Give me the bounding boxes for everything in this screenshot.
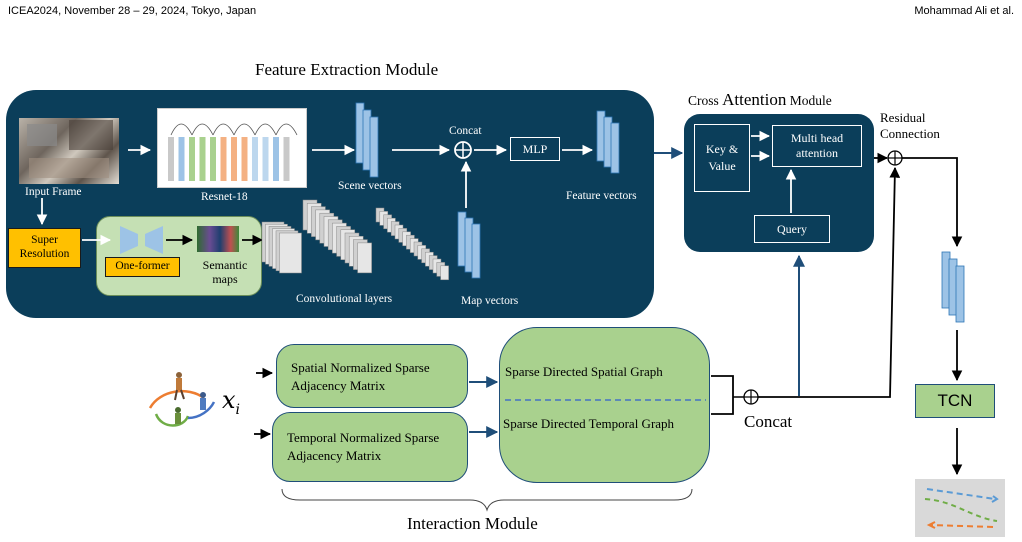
arrow-concat-to-residual [758,166,901,398]
ped-head-3 [175,407,181,413]
tcn-input-vector-stack [941,251,965,323]
ped-path-green [154,413,190,427]
trajectory-green [924,498,998,522]
spatial-matrix-box: Spatial Normalized Sparse Adjacency Matr… [276,344,468,408]
mlp-box: MLP [510,137,560,161]
resnet-layer-bar [220,137,227,181]
concat-bottom-label: Concat [744,412,793,431]
resnet-skip-connection [170,123,193,136]
resnet-skip-connection [212,123,235,136]
graph-bracket [711,375,734,415]
ped-body-2 [200,398,206,410]
encoder-icon [120,226,138,254]
trajectory-orange-head [926,521,936,529]
graph-box [499,327,710,483]
decoder-icon [145,226,163,254]
conv-stack-2 [302,199,372,274]
xi-symbol: xi [222,386,240,418]
ped-path-blue [187,401,216,420]
cross-attention-title: Cross Attention Module [688,90,832,110]
resnet-skip-connection [191,123,214,136]
conv-layers-label: Convolutional layers [296,293,393,305]
conv-layer-sheet [279,232,302,274]
map-vector-stack [457,211,481,279]
feature-vectors-label: Feature vectors [566,190,637,202]
conv-stack-3 [375,207,449,281]
input-frame-image [19,118,119,184]
key-value-label: Key & Value [705,141,739,173]
resnet-skip-connection [275,123,298,136]
ped-head-2 [200,392,206,398]
ped-head-1 [176,372,182,378]
authors-header: Mohammad Ali et al. [914,5,1014,17]
multi-head-attention-box: Multi head attention [772,125,862,167]
xi-subscript: i [235,401,241,418]
conv-layer-sheet [357,242,372,274]
trajectory-blue [926,488,996,500]
ped-path-orange [148,390,205,409]
temporal-matrix-box: Temporal Normalized Sparse Adjacency Mat… [272,412,468,482]
resnet-image [157,108,307,188]
trajectory-blue-head [991,495,999,503]
arrow-residual-to-vectors [902,157,963,248]
semantic-map-image [197,226,239,252]
cross-attention-title-prefix: Cross [688,93,723,108]
temporal-matrix-label: Temporal Normalized Sparse Adjacency Mat… [287,430,440,464]
residual-connection-label: Residual Connection [880,110,940,142]
map-vectors-label: Map vectors [461,295,519,307]
ped-body-3 [175,413,181,424]
scene-vector-stack [355,102,379,178]
resnet-layer-bar [231,137,237,181]
key-value-box: Key & Value [694,124,750,192]
resnet-layer-bar [178,137,185,181]
resnet-skip-connection [233,123,256,136]
feature-extraction-title: Feature Extraction Module [255,60,439,79]
pedestrian-icons [148,370,222,430]
cross-attention-panel [684,114,874,252]
conv-stack-1 [261,221,302,274]
resnet-layer-bar [168,137,174,181]
one-former-box: One-former [105,257,180,277]
pedestrian-graphic [148,372,216,427]
ped-legs-1 [174,389,185,401]
resnet-layer-bar [189,137,195,181]
resnet-layer-bar [252,137,258,181]
resnet-layer-bar [262,137,269,181]
cross-attention-title-suffix: Module [786,93,832,108]
ped-body-1 [176,378,182,390]
resnet-label: Resnet-18 [201,191,248,203]
conference-header: ICEA2024, November 28 – 29, 2024, Tokyo,… [8,5,257,17]
resnet-skip-connection [254,123,277,136]
multi-head-label: Multi head attention [790,131,844,160]
prediction-trajectories [924,488,999,529]
resnet-layer-bar [199,137,206,181]
resnet-layer-bar [210,137,216,181]
temporal-graph-label: Sparse Directed Temporal Graph [503,416,675,431]
spatial-matrix-label: Spatial Normalized Sparse Adjacency Matr… [291,360,430,394]
scene-vectors-label: Scene vectors [338,180,402,192]
cross-attention-title-main: Attention [722,90,787,109]
input-frame-label: Input Frame [25,186,82,198]
feature-vector-stack [596,110,620,174]
concat-top-label: Concat [449,125,482,137]
trajectory-orange [930,524,994,528]
interaction-brace [281,488,693,512]
conv-layer-sheet [440,265,449,281]
spatial-graph-label: Sparse Directed Spatial Graph [505,364,663,379]
query-box: Query [754,215,830,243]
resnet-layer-bar [273,137,279,181]
resnet-layer-bar [283,137,290,181]
prediction-output-image [915,479,1005,537]
semantic-maps-label: Semantic maps [202,258,248,287]
resnet-layers-graphic [168,123,298,181]
super-resolution-box: Super Resolution [8,228,81,268]
xi-base: x [222,386,236,414]
resnet-layer-bar [241,137,248,181]
tcn-box: TCN [915,384,995,418]
interaction-title: Interaction Module [407,514,538,533]
